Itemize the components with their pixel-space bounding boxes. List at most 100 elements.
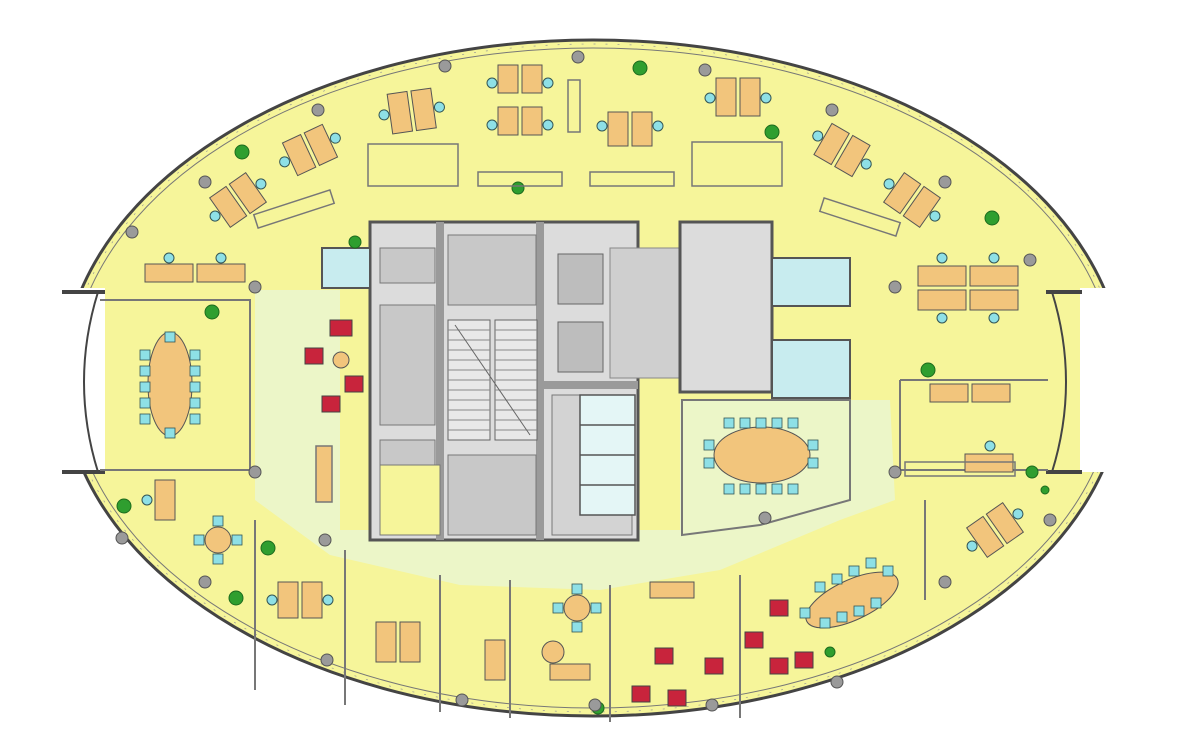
workstation-cluster bbox=[882, 171, 942, 229]
workstation-cluster bbox=[375, 621, 421, 663]
column bbox=[938, 575, 952, 589]
lounge-chair bbox=[304, 347, 324, 365]
plant bbox=[116, 498, 132, 514]
round-table bbox=[332, 351, 350, 369]
column bbox=[438, 59, 452, 73]
storage-bench bbox=[691, 141, 783, 187]
column bbox=[888, 465, 902, 479]
right-end-glazing bbox=[1051, 291, 1067, 473]
storage-bench bbox=[477, 171, 563, 187]
lounge-chairs bbox=[304, 319, 814, 707]
column bbox=[1023, 253, 1037, 267]
shaft bbox=[447, 454, 537, 536]
washroom bbox=[771, 339, 851, 399]
workstations bbox=[141, 64, 1025, 681]
plant bbox=[1040, 485, 1050, 495]
workstation-cluster bbox=[378, 87, 445, 135]
plant bbox=[632, 60, 648, 76]
floor-end-cuts bbox=[50, 288, 1140, 474]
storage-room bbox=[379, 464, 441, 536]
column bbox=[198, 575, 212, 589]
column bbox=[311, 103, 325, 117]
column bbox=[115, 531, 129, 545]
washrooms bbox=[321, 247, 851, 516]
right-end-cut bbox=[1080, 288, 1140, 472]
meeting-room-wall bbox=[100, 299, 251, 471]
workstation-cluster bbox=[486, 64, 554, 136]
column bbox=[248, 280, 262, 294]
shaft bbox=[379, 439, 436, 466]
column bbox=[248, 465, 262, 479]
lounge-chair bbox=[329, 319, 353, 337]
workstation-cluster bbox=[649, 581, 695, 599]
column bbox=[588, 698, 602, 712]
column bbox=[125, 225, 139, 239]
lounge-chair bbox=[321, 395, 341, 413]
storage-bench bbox=[567, 79, 581, 133]
plant bbox=[511, 181, 525, 195]
column bbox=[198, 175, 212, 189]
structural-columns bbox=[115, 50, 1057, 712]
reception-counter bbox=[315, 445, 333, 503]
column bbox=[758, 511, 772, 525]
round-table bbox=[563, 594, 591, 622]
plant bbox=[260, 540, 276, 556]
corridor-ring bbox=[255, 290, 895, 590]
east-core-block bbox=[678, 220, 774, 394]
column bbox=[888, 280, 902, 294]
left-end-cut bbox=[50, 288, 105, 472]
lounge-chair bbox=[631, 685, 651, 703]
workstation-cluster bbox=[484, 639, 506, 681]
office-wall bbox=[254, 500, 926, 722]
column bbox=[705, 698, 719, 712]
plant bbox=[348, 235, 362, 249]
elevator-car bbox=[557, 321, 604, 373]
plant bbox=[228, 590, 244, 606]
stair-flight bbox=[447, 319, 538, 441]
plant bbox=[204, 304, 220, 320]
meeting-table-west bbox=[139, 331, 201, 439]
workstation-cluster bbox=[917, 252, 1019, 324]
lounge-chair bbox=[794, 651, 814, 669]
counters bbox=[252, 79, 1016, 503]
storage-bench bbox=[589, 171, 675, 187]
workstation-cluster bbox=[549, 663, 591, 681]
plant bbox=[920, 362, 936, 378]
plants bbox=[116, 60, 1050, 715]
washroom bbox=[321, 247, 371, 289]
workstation-cluster bbox=[144, 252, 246, 283]
workstation-cluster bbox=[812, 122, 872, 178]
column bbox=[455, 693, 469, 707]
meeting-table-east bbox=[703, 417, 819, 495]
plant bbox=[984, 210, 1000, 226]
column bbox=[825, 103, 839, 117]
storage-bench bbox=[252, 189, 336, 229]
lounge-chair bbox=[667, 689, 687, 707]
storage-bench bbox=[367, 143, 459, 187]
column bbox=[938, 175, 952, 189]
column bbox=[318, 533, 332, 547]
column bbox=[698, 63, 712, 77]
storage-bench bbox=[818, 197, 902, 237]
plant bbox=[1025, 465, 1039, 479]
left-end-glazing bbox=[83, 291, 99, 473]
workstation-cluster bbox=[964, 440, 1014, 473]
lounge-chair bbox=[769, 657, 789, 675]
washroom bbox=[771, 257, 851, 307]
storage-bench bbox=[904, 461, 1016, 477]
round-table bbox=[541, 640, 565, 664]
column bbox=[571, 50, 585, 64]
plant bbox=[234, 144, 250, 160]
lounge-chair bbox=[344, 375, 364, 393]
workstation-cluster bbox=[596, 111, 664, 147]
circulation-zone bbox=[255, 290, 895, 590]
workstation-cluster bbox=[141, 479, 176, 521]
plant bbox=[764, 124, 780, 140]
lounge-chair bbox=[704, 657, 724, 675]
elevator-car bbox=[557, 253, 604, 305]
plant bbox=[824, 646, 836, 658]
lounge-chair bbox=[769, 599, 789, 617]
workstation-cluster bbox=[704, 77, 772, 117]
workstation-cluster bbox=[929, 383, 1011, 403]
